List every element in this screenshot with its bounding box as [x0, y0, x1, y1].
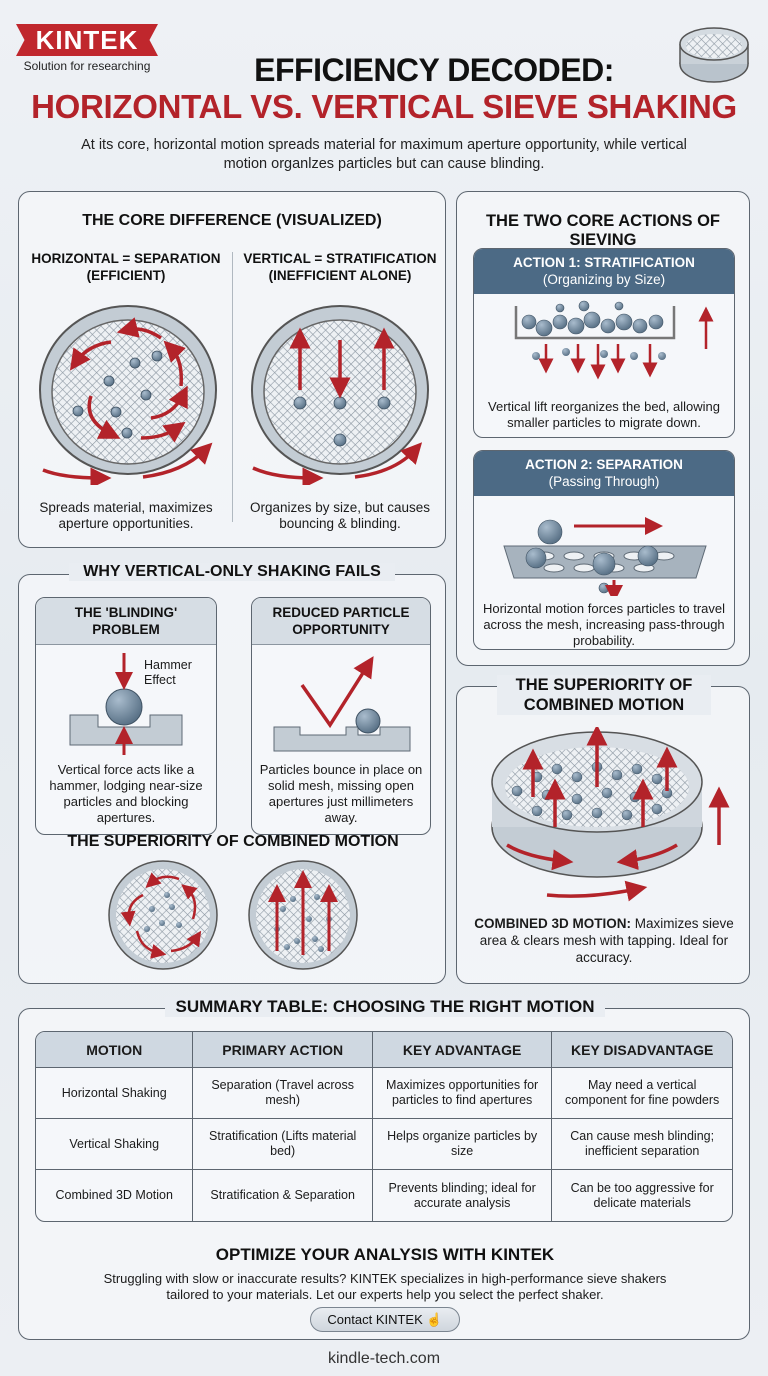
contact-button-label: Contact KINTEK	[327, 1312, 423, 1327]
action-1-card: ACTION 1: STRATIFICATION (Organizing by …	[473, 248, 735, 438]
action-1-subtitle: (Organizing by Size)	[542, 272, 666, 287]
sieve-icon	[679, 27, 749, 83]
action-1-header: ACTION 1: STRATIFICATION (Organizing by …	[474, 249, 734, 294]
divider	[232, 252, 233, 522]
why-fails-panel: WHY VERTICAL-ONLY SHAKING FAILS THE 'BLI…	[18, 563, 446, 984]
table-cell: Prevents blinding; ideal for accurate an…	[373, 1170, 553, 1221]
table-cell: Helps organize particles by size	[372, 1119, 553, 1170]
reduced-opportunity-card: REDUCED PARTICLE OPPORTUNITY Particles b…	[251, 597, 431, 835]
combined-motion-panel: THE SUPERIORITY OF COMBINED MOTION COMBI…	[456, 675, 750, 984]
table-row: Combined 3D Motion Stratification & Sepa…	[36, 1170, 732, 1221]
combined-subtitle: THE SUPERIORITY OF COMBINED MOTION	[67, 833, 399, 850]
combined-caption: COMBINED 3D MOTION: Maximizes sieve area…	[471, 915, 737, 966]
vertical-sieve-illustration	[251, 305, 429, 485]
col-header-primary-action: PRIMARY ACTION	[193, 1032, 373, 1068]
action-2-header: ACTION 2: SEPARATION (Passing Through)	[474, 451, 734, 496]
panel-title: SUMMARY TABLE: CHOOSING THE RIGHT MOTION	[165, 997, 605, 1017]
panel-title: WHY VERTICAL-ONLY SHAKING FAILS	[69, 563, 395, 581]
table-cell: Stratification & Separation	[193, 1170, 373, 1221]
panel-title: THE TWO CORE ACTIONS OF SIEVING	[485, 212, 721, 249]
table-cell: Combined 3D Motion	[36, 1170, 194, 1221]
table-cell: Stratification (Lifts material bed)	[193, 1119, 373, 1170]
footer-url[interactable]: kindle-tech.com	[327, 1350, 441, 1367]
horizontal-caption: Spreads material, maximizes aperture opp…	[39, 500, 213, 531]
table-cell: Vertical Shaking	[36, 1119, 194, 1170]
bounce-illustration	[273, 656, 411, 752]
table-row: Horizontal Shaking Separation (Travel ac…	[36, 1068, 732, 1119]
kintek-logo: KINTEK Solution for researching	[16, 24, 166, 73]
action-2-subtitle: (Passing Through)	[548, 474, 660, 489]
table-cell: Maximizes opportunities for particles to…	[372, 1068, 553, 1119]
summary-table: MOTION PRIMARY ACTION KEY ADVANTAGE KEY …	[35, 1031, 733, 1222]
contact-kintek-button[interactable]: Contact KINTEK ☝	[310, 1307, 460, 1332]
horizontal-mini-sieve	[108, 860, 218, 970]
table-cell: May need a vertical component for fine p…	[552, 1068, 732, 1119]
action-2-card: ACTION 2: SEPARATION (Passing Through) H…	[473, 450, 735, 650]
combined-caption-bold: COMBINED 3D MOTION:	[474, 916, 631, 931]
separation-illustration	[503, 517, 707, 603]
table-cell: Separation (Travel across mesh)	[193, 1068, 373, 1119]
combined-caption-text: Maximizes sieve area & clears mesh with …	[479, 916, 734, 965]
title-line-2: HORIZONTAL VS. VERTICAL SIEVE SHAKING	[31, 88, 737, 125]
panel-title: THE CORE DIFFERENCE (VISUALIZED)	[82, 212, 382, 229]
table-cell: Can be too aggressive for delicate mater…	[570, 1180, 714, 1210]
reduced-opportunity-title: REDUCED PARTICLE OPPORTUNITY	[252, 598, 430, 645]
col-header-motion: MOTION	[36, 1032, 194, 1068]
summary-panel: SUMMARY TABLE: CHOOSING THE RIGHT MOTION…	[18, 997, 750, 1340]
action-2-title: ACTION 2: SEPARATION	[525, 457, 683, 472]
cta-text: Struggling with slow or inaccurate resul…	[103, 1271, 667, 1302]
intro-text: At its core, horizontal motion spreads m…	[81, 137, 687, 172]
horizontal-sieve-illustration	[39, 305, 217, 485]
blinding-card: THE 'BLINDING' PROBLEM Hammer Effect Ver…	[35, 597, 217, 835]
logo-tagline: Solution for researching	[23, 59, 151, 73]
cta-title: OPTIMIZE YOUR ANALYSIS WITH KINTEK	[215, 1245, 555, 1264]
two-actions-panel: THE TWO CORE ACTIONS OF SIEVING ACTION 1…	[456, 191, 750, 666]
col-header-key-disadvantage: KEY DISADVANTAGE	[552, 1032, 732, 1068]
table-cell: Horizontal Shaking	[36, 1068, 194, 1119]
hammer-effect-illustration	[69, 653, 183, 755]
hammer-effect-label: Hammer Effect	[144, 658, 192, 687]
table-header-row: MOTION PRIMARY ACTION KEY ADVANTAGE KEY …	[36, 1032, 732, 1068]
combined-3d-sieve-illustration	[491, 727, 730, 902]
reduced-opportunity-caption: Particles bounce in place on solid mesh,…	[259, 762, 423, 825]
table-row: Vertical Shaking Stratification (Lifts m…	[36, 1119, 732, 1170]
pointer-hand-icon: ☝	[426, 1312, 443, 1327]
action-1-title: ACTION 1: STRATIFICATION	[513, 255, 695, 270]
blinding-caption: Vertical force acts like a hammer, lodgi…	[49, 762, 203, 825]
title-line-1: EFFICIENCY DECODED:	[254, 52, 614, 88]
action-2-caption: Horizontal motion forces particles to tr…	[482, 601, 726, 648]
col-header-key-advantage: KEY ADVANTAGE	[372, 1032, 553, 1068]
table-cell: Can cause mesh blinding; inefficient sep…	[552, 1119, 732, 1170]
stratification-illustration	[514, 300, 714, 380]
logo-ribbon: KINTEK	[16, 24, 158, 56]
panel-title: THE SUPERIORITY OF COMBINED MOTION	[497, 675, 711, 715]
vertical-mini-sieve	[248, 860, 358, 970]
vertical-caption: Organizes by size, but causes bouncing &…	[249, 500, 431, 531]
horizontal-heading: HORIZONTAL = SEPARATION (EFFICIENT)	[31, 251, 221, 283]
blinding-title: THE 'BLINDING' PROBLEM	[36, 598, 216, 645]
core-difference-panel: THE CORE DIFFERENCE (VISUALIZED) HORIZON…	[18, 191, 446, 548]
vertical-heading: VERTICAL = STRATIFICATION (INEFFICIENT A…	[243, 251, 437, 283]
action-1-caption: Vertical lift reorganizes the bed, allow…	[488, 399, 720, 430]
